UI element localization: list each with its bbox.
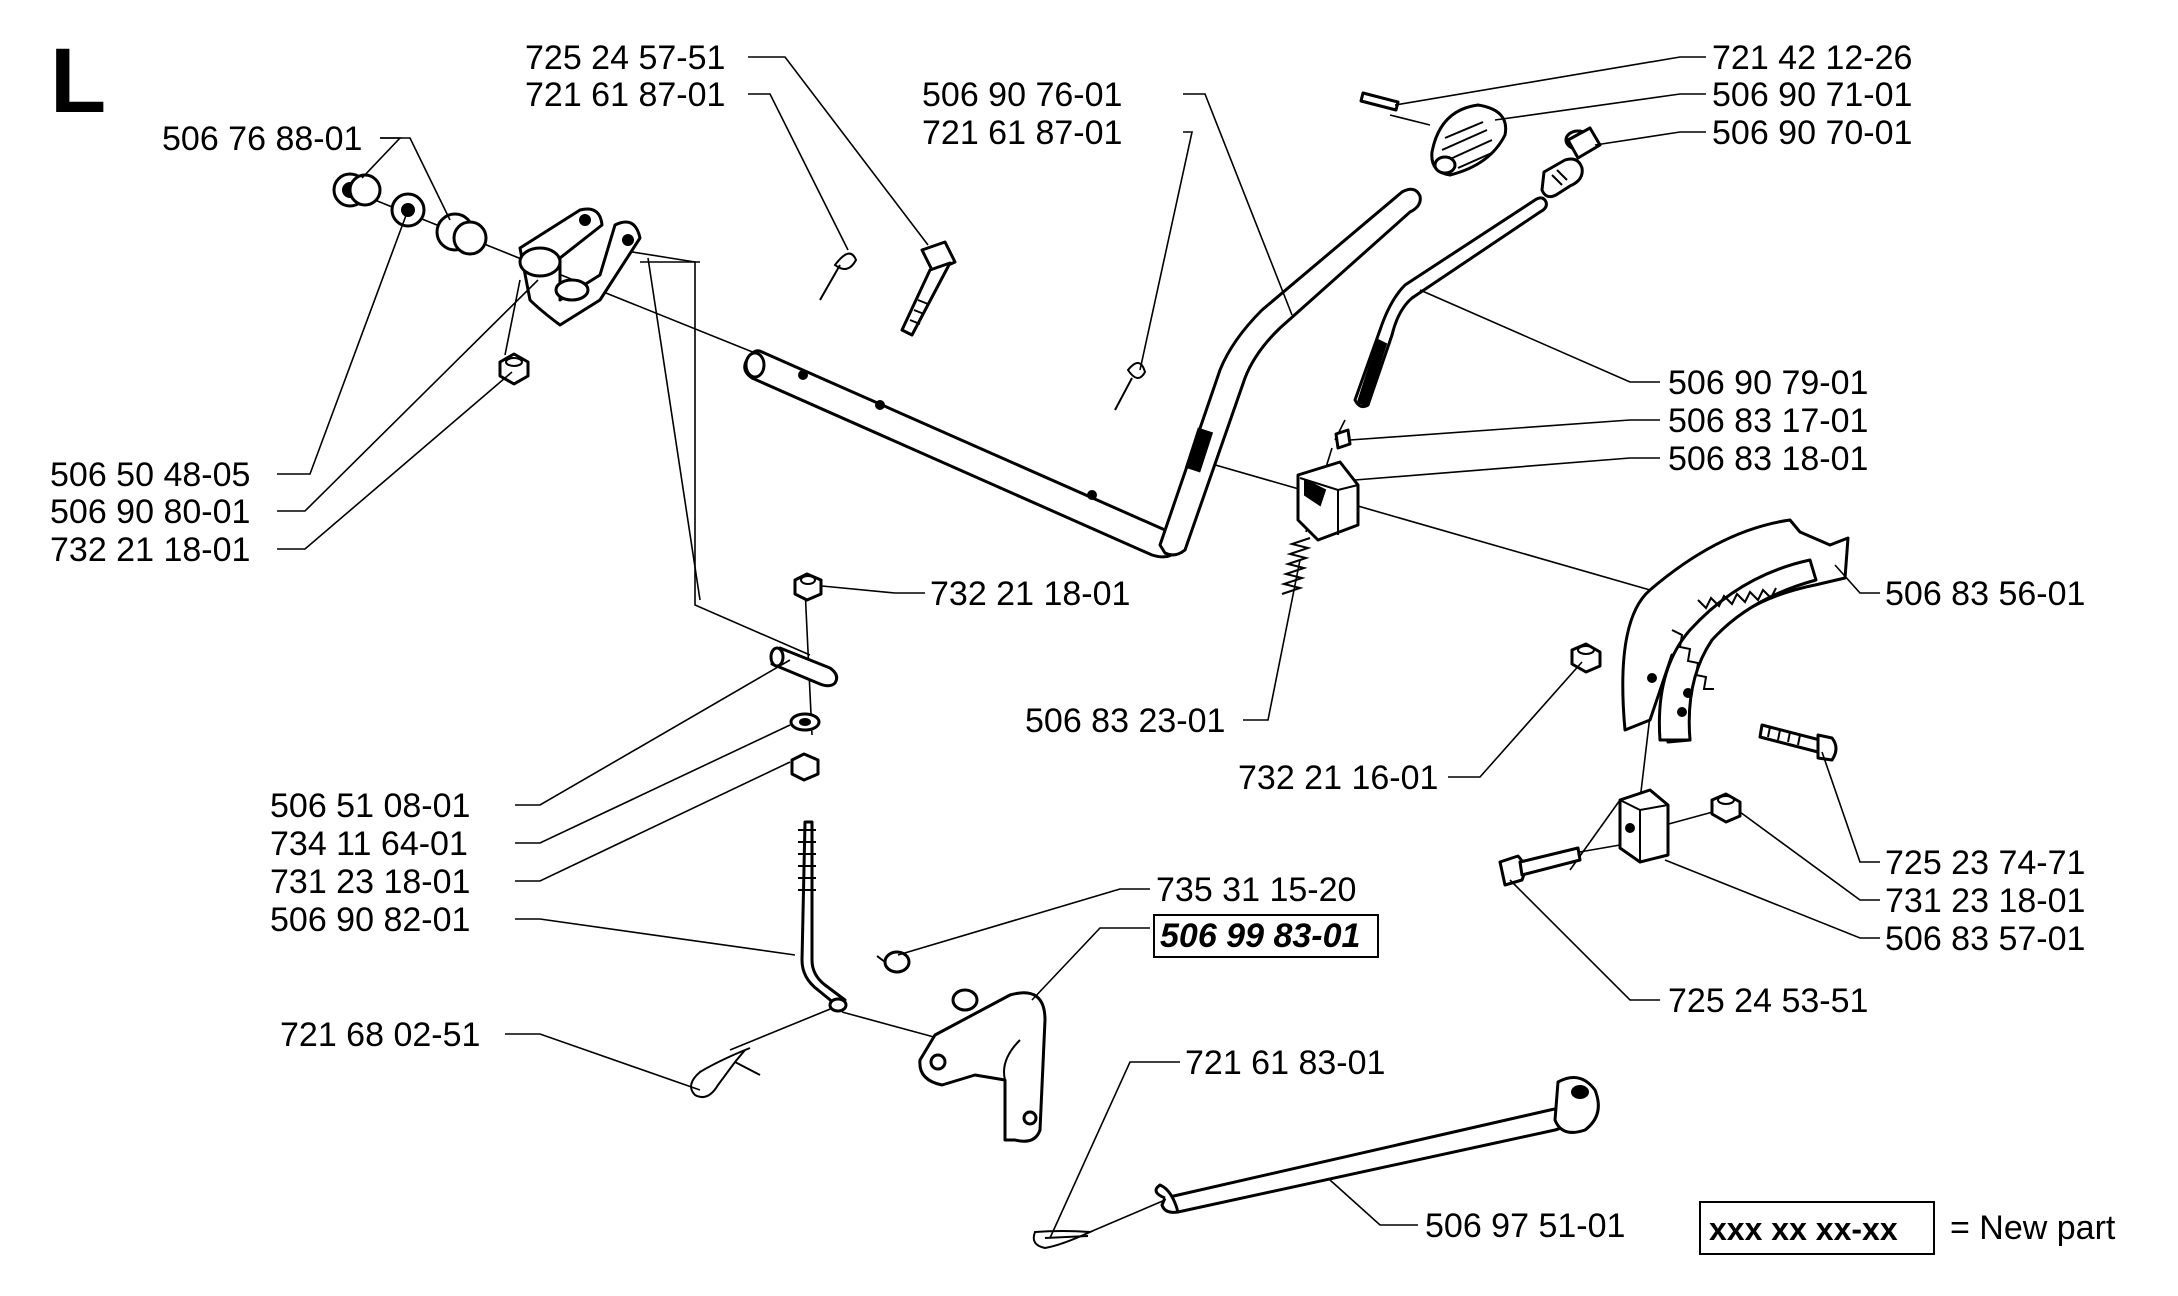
label-right-4: 506 90 79-01 (1668, 364, 1868, 402)
label-left-2: 506 90 80-01 (50, 493, 250, 531)
label-right-1: 721 42 12-26 (1712, 39, 1912, 77)
leader-lines (277, 56, 1880, 1239)
label-new-part: 506 99 83-01 (1160, 917, 1360, 955)
label-link-rod: 506 97 51-01 (1425, 1207, 1625, 1245)
bolt-lower (1498, 846, 1582, 887)
bolt-right (1758, 723, 1838, 762)
label-washer: 735 31 15-20 (1156, 871, 1356, 909)
legend-text: = New part (1950, 1209, 2116, 1247)
bell-crank (918, 988, 1047, 1143)
part-labels: 725 24 57-51 721 61 87-01 506 76 88-01 5… (50, 39, 2085, 1245)
label-right-5: 506 83 17-01 (1668, 402, 1868, 440)
label-mid-2: 721 61 87-01 (922, 114, 1122, 152)
label-pin: 721 61 83-01 (1185, 1044, 1385, 1082)
legend-box (1699, 1201, 1935, 1255)
label-top-1: 725 24 57-51 (525, 39, 725, 77)
label-clip: 721 68 02-51 (280, 1016, 480, 1054)
label-rod-4: 506 90 82-01 (270, 901, 470, 939)
pawl-block (1296, 460, 1360, 542)
parts (332, 91, 1850, 1250)
label-clamp: 506 83 57-01 (1885, 920, 2085, 958)
label-center-nut: 732 21 18-01 (930, 575, 1130, 613)
label-spring: 506 83 23-01 (1025, 702, 1225, 740)
cotter-pin-bottom (1032, 1230, 1094, 1250)
link-rod (1154, 1076, 1600, 1214)
adjusting-rod (798, 820, 848, 1013)
label-mid-1: 506 90 76-01 (922, 76, 1122, 114)
plug (1334, 428, 1352, 450)
label-right-2: 506 90 71-01 (1712, 76, 1912, 114)
roll-pin (1359, 91, 1400, 112)
rod-nuts (789, 572, 823, 782)
label-left-3: 732 21 18-01 (50, 531, 250, 569)
main-shaft (743, 349, 1179, 559)
spring (1280, 537, 1312, 595)
nut-right-lower (1710, 792, 1742, 824)
legend-key: xxx xx xx-xx (1709, 1211, 1898, 1247)
label-sector: 506 83 56-01 (1885, 575, 2085, 613)
sector-plate (1621, 518, 1850, 744)
main-lever (1158, 187, 1422, 557)
label-rod-1: 506 51 08-01 (270, 787, 470, 825)
label-bolt-2: 725 24 53-51 (1668, 982, 1868, 1020)
label-left-top: 506 76 88-01 (162, 120, 362, 158)
yoke-bracket (518, 207, 642, 327)
handle-grip (1430, 103, 1508, 177)
cotter-pins (819, 252, 1147, 411)
bushing-stack (332, 172, 488, 256)
label-nut-2: 731 23 18-01 (1885, 882, 2085, 920)
label-left-1: 506 50 48-05 (50, 456, 250, 494)
label-top-2: 721 61 87-01 (525, 76, 725, 114)
label-nut-right: 732 21 16-01 (1238, 759, 1438, 797)
pivot-pin (769, 646, 839, 688)
bolt-top (900, 240, 957, 337)
label-rod-2: 734 11 64-01 (270, 825, 468, 863)
hairpin-clip (690, 1047, 761, 1098)
clamp-block (1618, 788, 1670, 864)
small-washer (876, 950, 911, 974)
section-letter: L (50, 30, 106, 132)
label-bolt-1: 725 23 74-71 (1885, 844, 2085, 882)
legend: xxx xx xx-xx = New part (1699, 1201, 2116, 1255)
new-part-box (1153, 914, 1379, 958)
release-rod (1353, 126, 1602, 409)
label-right-6: 506 83 18-01 (1668, 440, 1868, 478)
label-rod-3: 731 23 18-01 (270, 863, 470, 901)
label-right-3: 506 90 70-01 (1712, 114, 1912, 152)
